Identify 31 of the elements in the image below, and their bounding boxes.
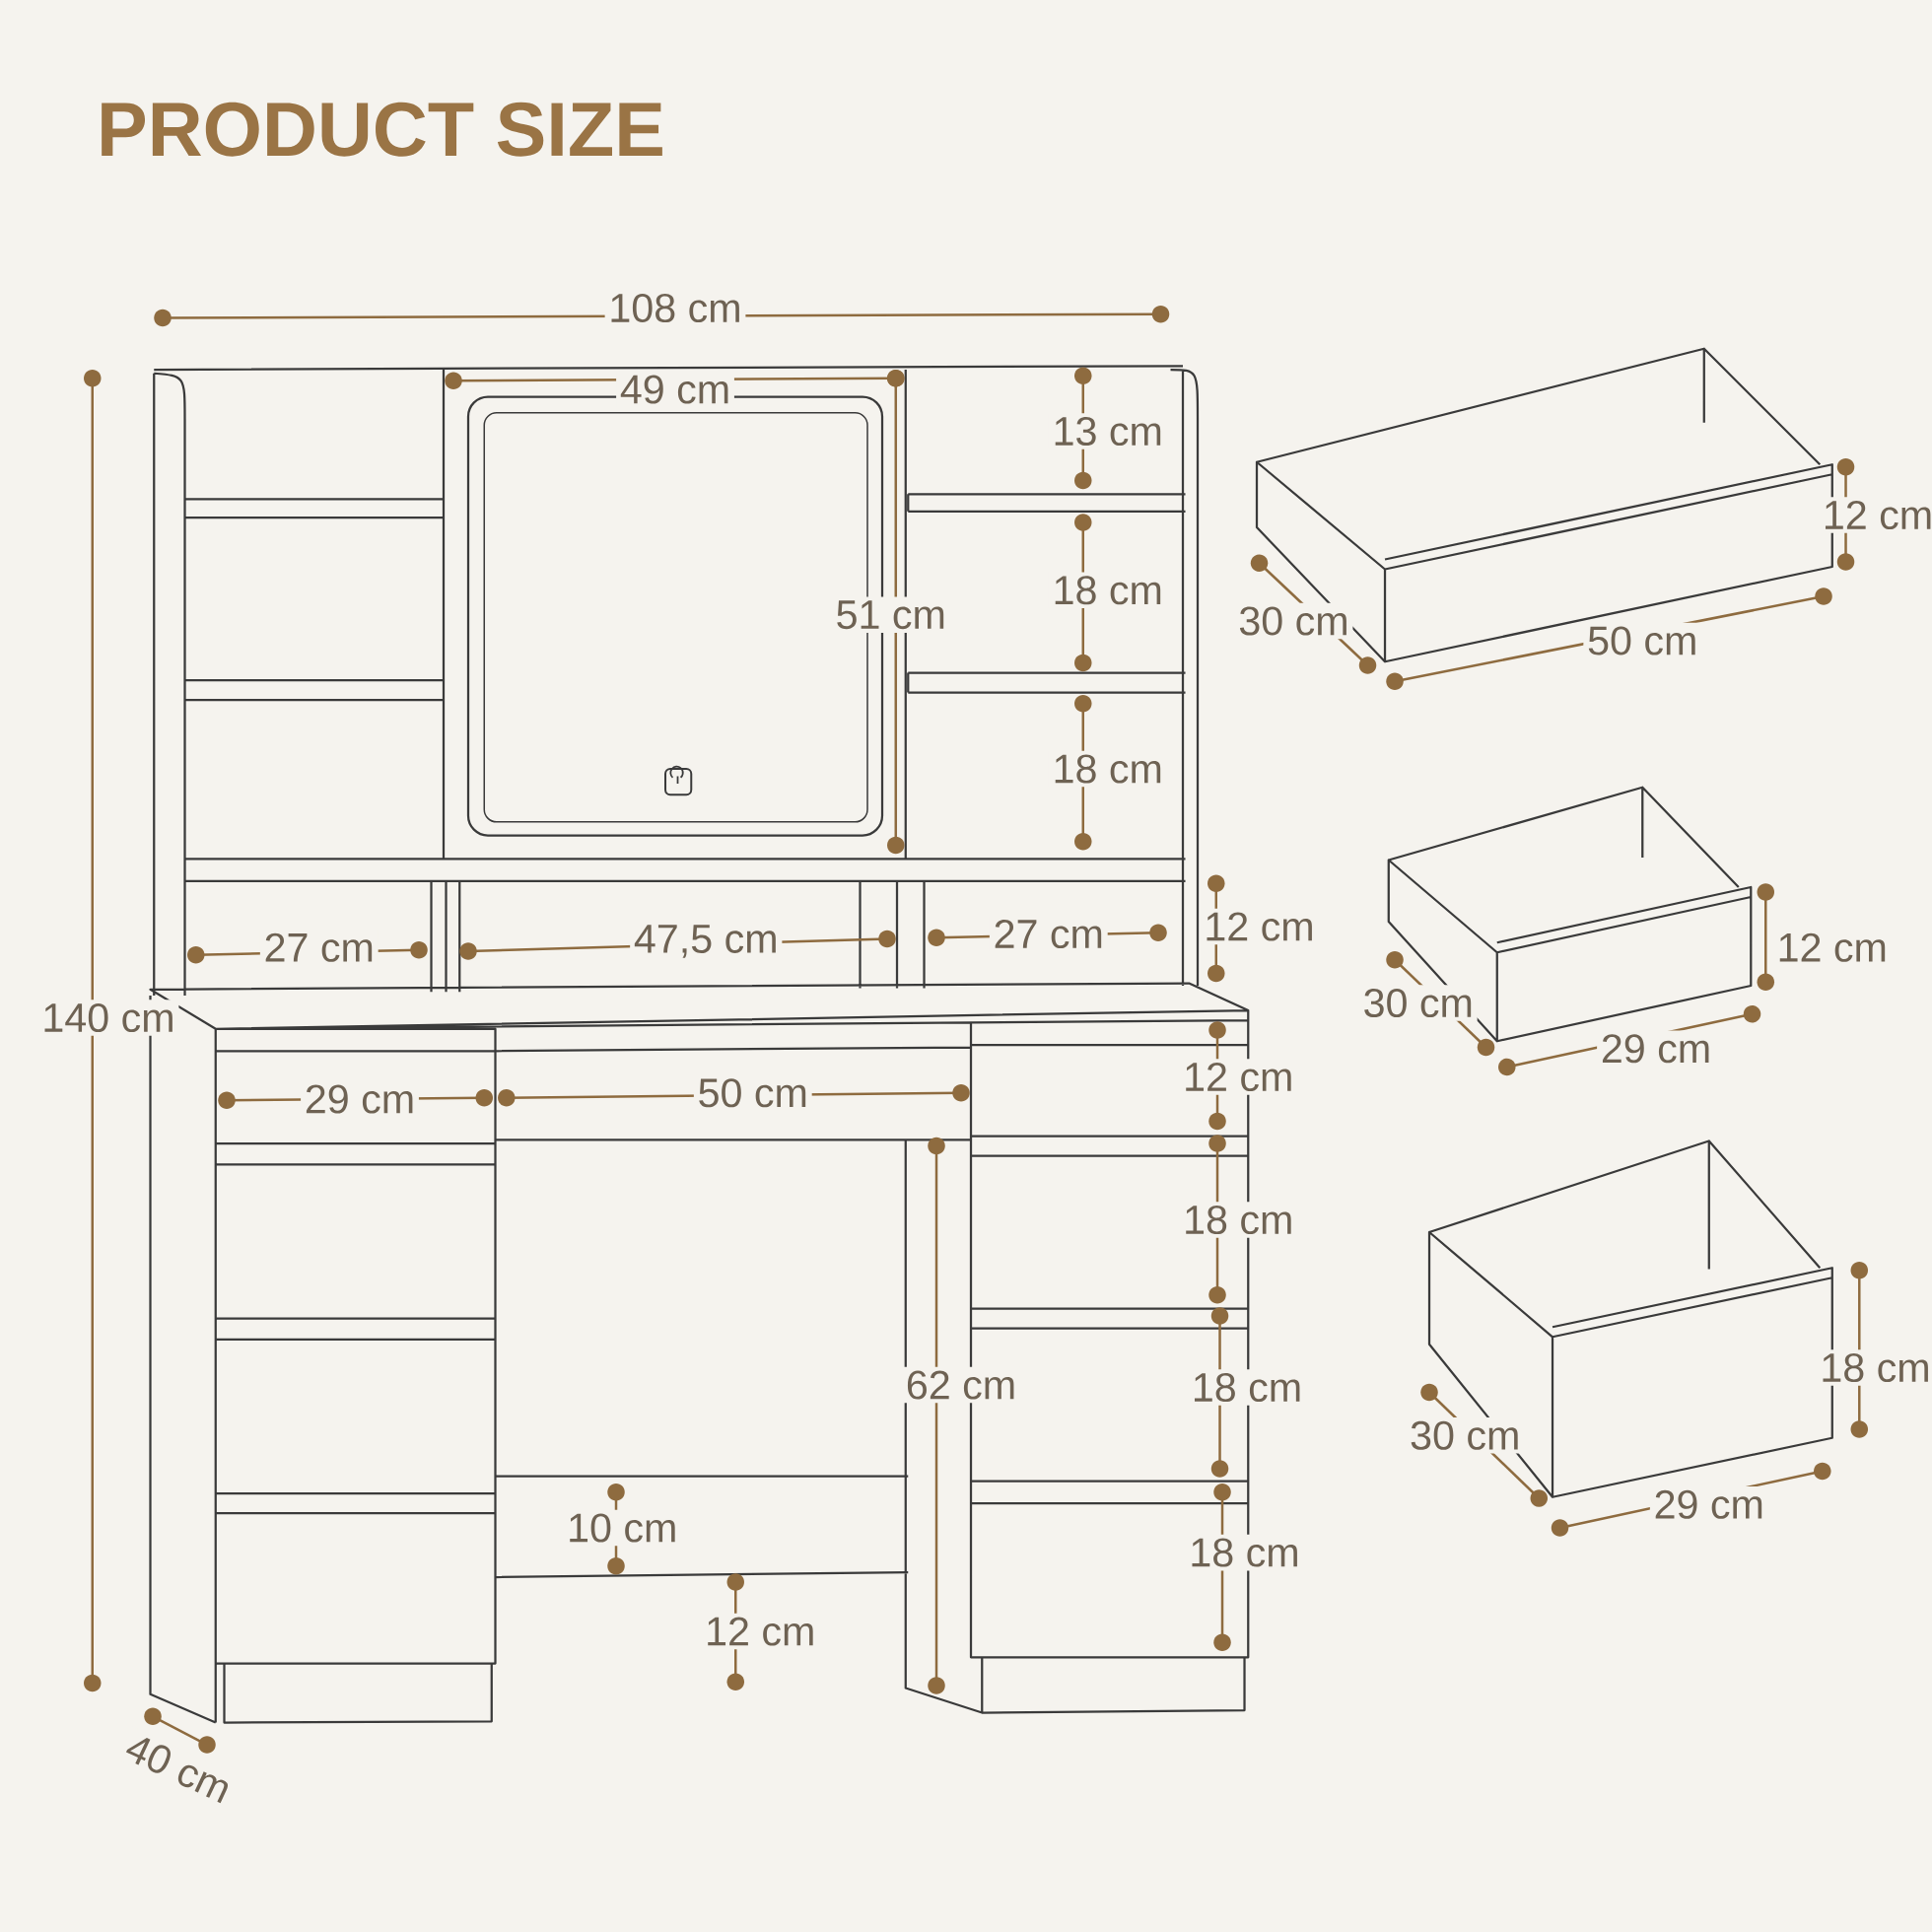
dimension-label: 62 cm xyxy=(902,1366,1020,1404)
dimension-label: 50 cm xyxy=(693,1074,812,1112)
title: PRODUCT SIZE xyxy=(102,102,662,157)
dimension-label: 49 cm xyxy=(616,371,734,408)
dimension-label: 18 cm xyxy=(1185,1534,1304,1571)
dimension-label: 29 cm xyxy=(301,1080,419,1118)
dimension-label: 30 cm xyxy=(1406,1416,1525,1454)
dimension-label: 30 cm xyxy=(1358,985,1478,1021)
dimension-label: 51 cm xyxy=(831,596,950,633)
dimension-label: 18 cm xyxy=(1188,1369,1306,1406)
dimension-label: 29 cm xyxy=(1649,1485,1768,1523)
dimension-label: 13 cm xyxy=(1048,413,1167,449)
dimension-label: 50 cm xyxy=(1583,622,1702,659)
dimension-label: 40 cm xyxy=(117,1726,241,1810)
dimension-label: 108 cm xyxy=(604,290,746,326)
dimension-label: 47,5 cm xyxy=(630,921,783,962)
dimension-label: 12 cm xyxy=(701,1613,820,1650)
dimension-label: 12 cm xyxy=(1819,497,1932,533)
dimension-label: 18 cm xyxy=(1048,750,1167,788)
dimension-label: 12 cm xyxy=(1200,908,1319,945)
dimension-label: 18 cm xyxy=(1048,572,1167,609)
dimension-label: 12 cm xyxy=(1772,929,1892,966)
dimension-label: 30 cm xyxy=(1234,602,1353,640)
dimension-label: 12 cm xyxy=(1179,1059,1298,1095)
dimension-label: 18 cm xyxy=(1816,1349,1932,1386)
dimension-label: 18 cm xyxy=(1179,1202,1298,1238)
dimension-label: 27 cm xyxy=(259,929,379,966)
dimension-label: 140 cm xyxy=(37,1000,179,1036)
dimension-label: 10 cm xyxy=(563,1509,682,1547)
dimension-label: 27 cm xyxy=(989,916,1108,952)
dimension-label: 29 cm xyxy=(1597,1030,1715,1068)
